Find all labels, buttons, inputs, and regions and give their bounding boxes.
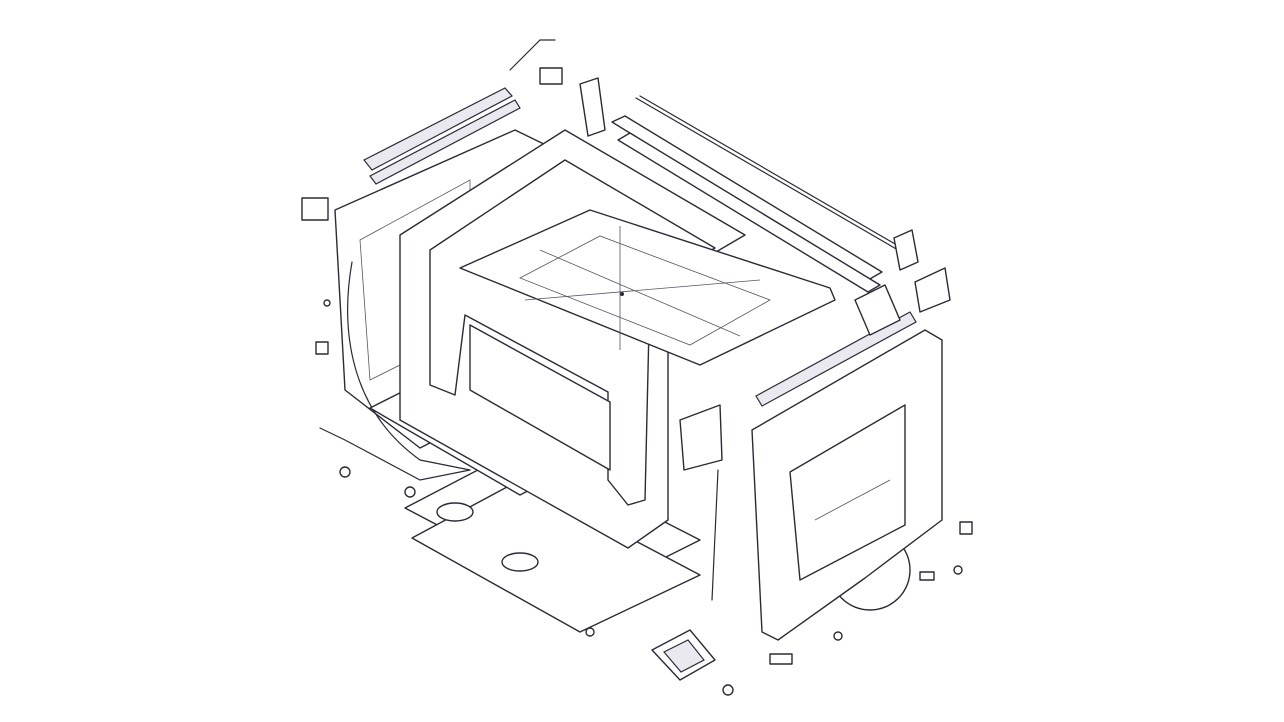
x-axis-carriage [679, 267, 951, 601]
display-screen [651, 629, 716, 681]
right-side-panel [751, 329, 943, 641]
build-plate [459, 209, 836, 366]
top-rails [363, 77, 919, 407]
fasteners [301, 39, 973, 696]
